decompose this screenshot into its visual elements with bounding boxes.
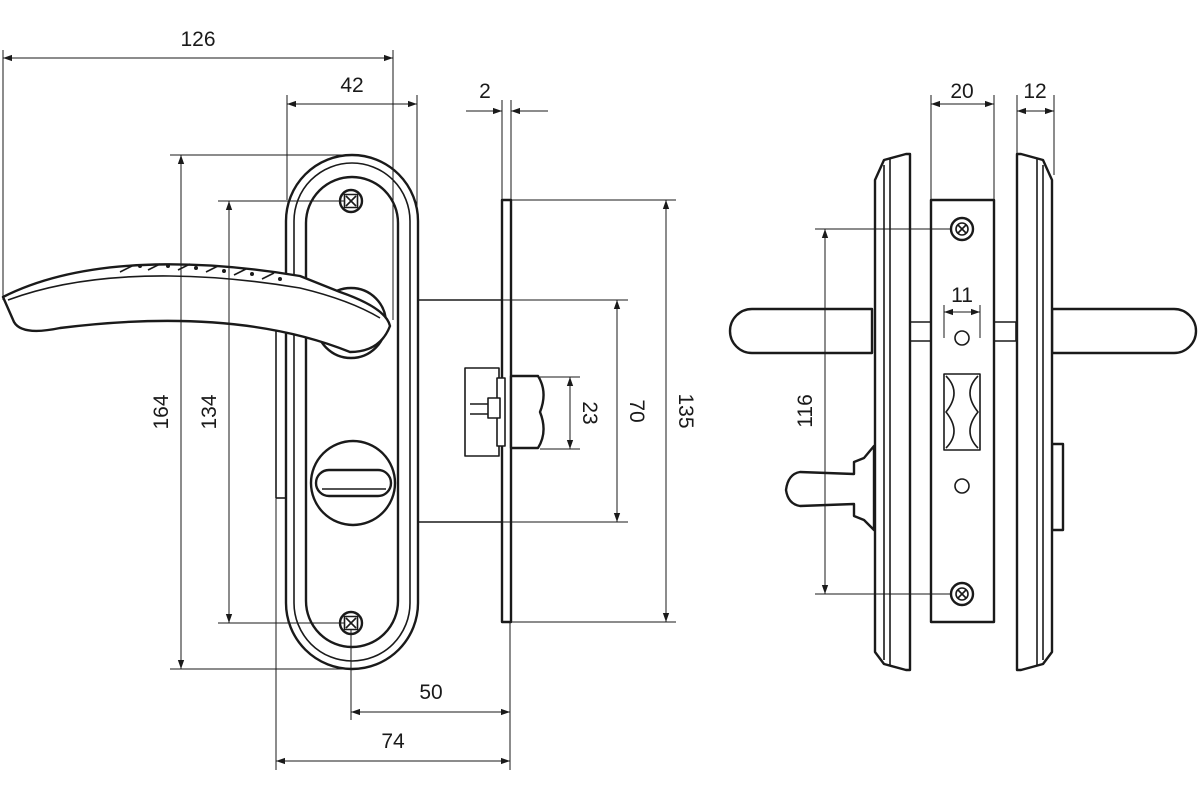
dim-label-70: 70 bbox=[625, 399, 648, 422]
dim-label-135: 135 bbox=[674, 393, 697, 428]
side-thumb-turn bbox=[784, 444, 876, 532]
dim-label-42: 42 bbox=[340, 74, 363, 97]
handle-lever bbox=[1, 263, 392, 360]
side-release-tab bbox=[1050, 442, 1065, 532]
front-view bbox=[1, 153, 545, 671]
dimension-lines bbox=[2, 50, 1055, 770]
dim-label-134: 134 bbox=[198, 394, 221, 429]
dimension-labels: 126 42 2 164 134 23 70 135 50 74 20 12 1… bbox=[150, 28, 1047, 753]
dim-label-12: 12 bbox=[1023, 80, 1046, 103]
side-handle-left bbox=[728, 307, 874, 355]
escutcheon-plate bbox=[275, 153, 420, 671]
dim-label-23: 23 bbox=[578, 401, 601, 424]
side-rosette-right bbox=[1015, 152, 1054, 672]
latch-bolt bbox=[464, 367, 545, 457]
dim-label-74: 74 bbox=[381, 730, 405, 753]
side-rosette-left bbox=[873, 152, 912, 672]
dim-label-164: 164 bbox=[150, 394, 173, 429]
dim-label-2: 2 bbox=[479, 80, 491, 103]
dim-label-116: 116 bbox=[794, 394, 817, 427]
side-lock-case bbox=[929, 198, 996, 624]
dim-label-126: 126 bbox=[180, 28, 215, 51]
side-screw-bottom-icon bbox=[949, 581, 975, 607]
side-screw-top-icon bbox=[949, 216, 975, 242]
thumb-turn-knob bbox=[309, 439, 397, 527]
dim-label-20: 20 bbox=[950, 80, 973, 103]
side-handle-right bbox=[1050, 307, 1198, 355]
dim-label-50: 50 bbox=[419, 681, 442, 704]
dim-label-11: 11 bbox=[951, 284, 973, 307]
side-view bbox=[728, 152, 1198, 672]
